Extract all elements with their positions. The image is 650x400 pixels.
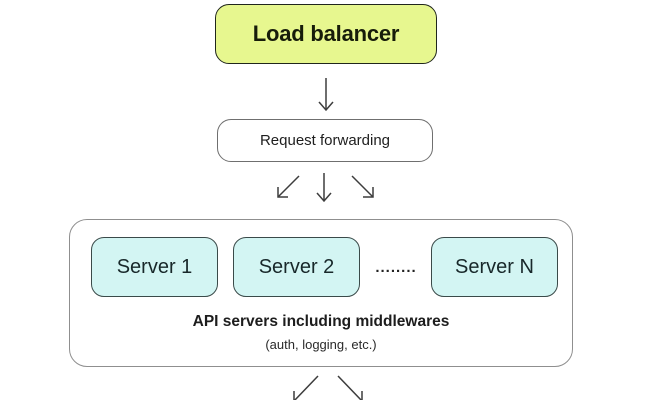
server-2-label: Server 2 bbox=[258, 255, 335, 278]
request-forwarding-label: Request forwarding bbox=[259, 132, 391, 149]
arrow-split-down-icon bbox=[316, 173, 332, 203]
load-balancer-label: Load balancer bbox=[252, 21, 400, 46]
servers-caption: API servers including middlewares bbox=[192, 313, 450, 330]
arrow-split-right-icon bbox=[351, 175, 374, 198]
servers-subcaption: (auth, logging, etc.) bbox=[265, 337, 377, 352]
server-1-node: Server 1 bbox=[91, 237, 218, 297]
server-n-label: Server N bbox=[455, 255, 534, 278]
server-2-node: Server 2 bbox=[233, 237, 360, 297]
server-1-label: Server 1 bbox=[116, 255, 193, 278]
arrow-split-left-icon bbox=[277, 175, 300, 198]
load-balancer-node: Load balancer bbox=[215, 4, 437, 64]
server-n-node: Server N bbox=[431, 237, 558, 297]
request-forwarding-node: Request forwarding bbox=[217, 119, 433, 162]
servers-ellipsis: ........ bbox=[375, 258, 417, 276]
arrow-down-lb-to-forwarding bbox=[318, 78, 334, 112]
api-servers-group: Server 1 Server 2 ........ Server N API … bbox=[69, 219, 573, 367]
arrow-out-right-icon bbox=[337, 375, 363, 400]
arrow-out-left-icon bbox=[293, 375, 319, 400]
